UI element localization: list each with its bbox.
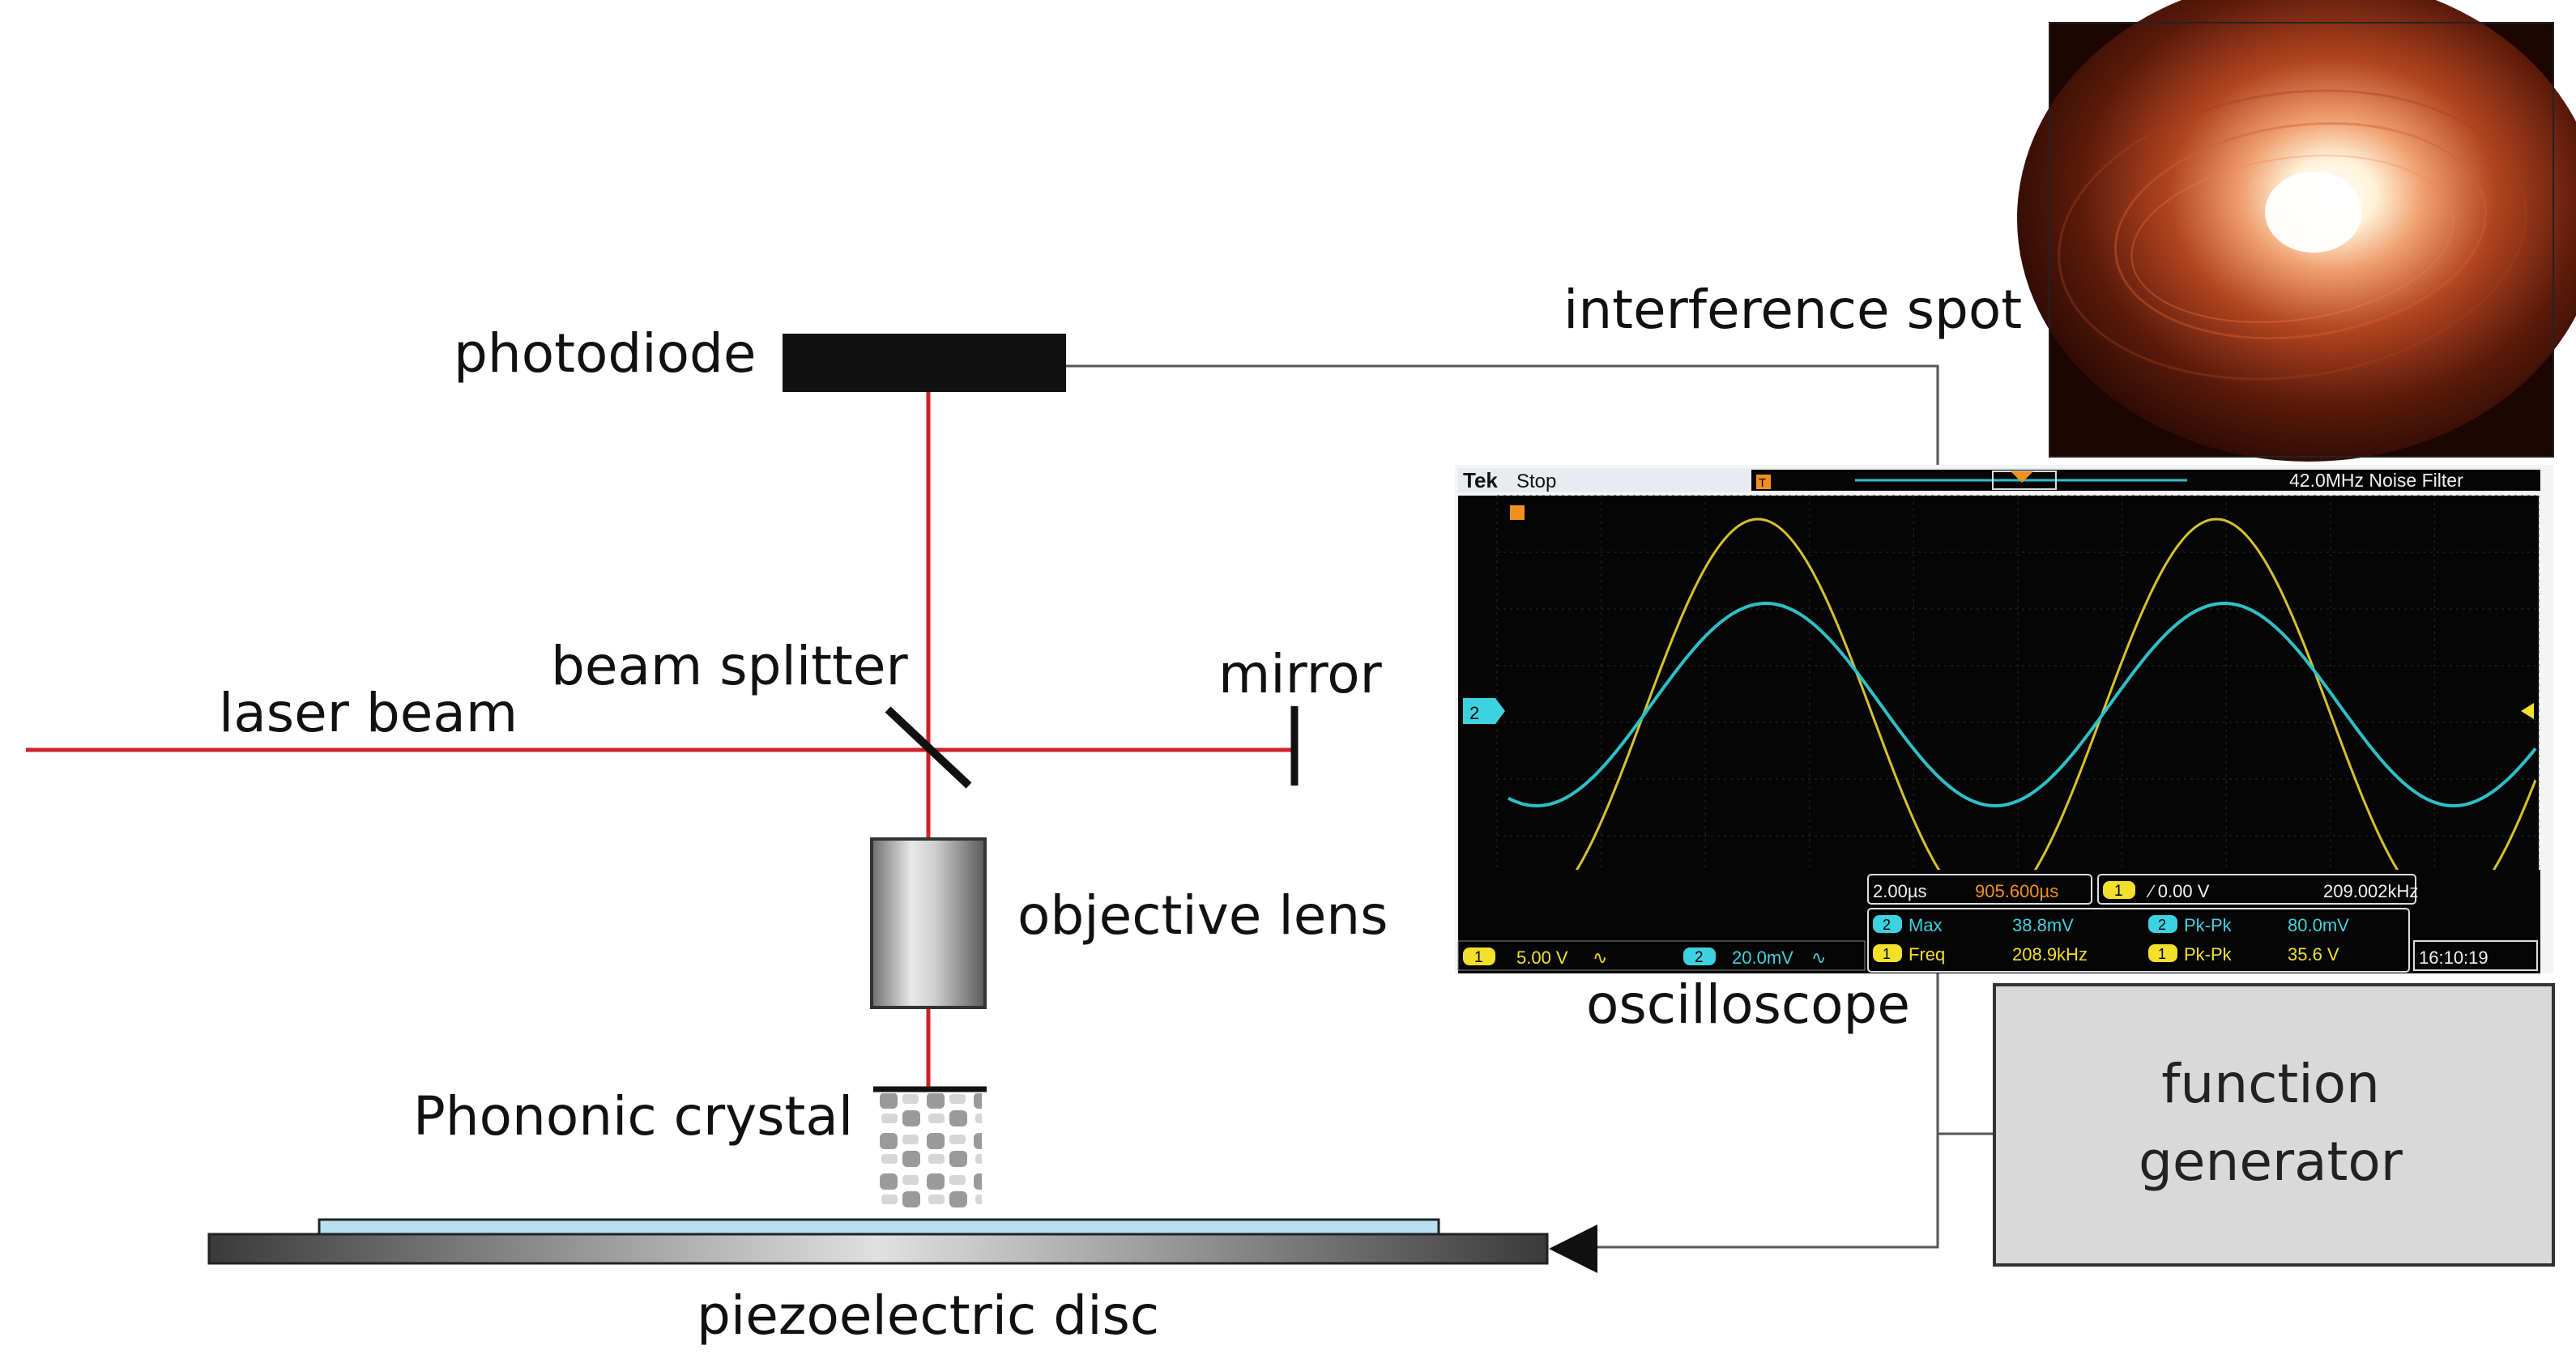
svg-text:38.8mV: 38.8mV [2012, 915, 2074, 935]
trigger-marker-icon [1756, 475, 1771, 489]
drive-cable [1936, 972, 1994, 1135]
trigger-position-icon [2011, 471, 2033, 483]
drive-arrowhead [1549, 1224, 1597, 1273]
svg-text:16:10:19: 16:10:19 [2419, 948, 2489, 968]
piezoelectric-disc [207, 1233, 1549, 1265]
piezoelectric-disc-label: piezoelectric disc [697, 1284, 1160, 1347]
svg-text:1: 1 [2114, 883, 2123, 900]
oscilloscope-screen: Tek Stop T 42.0MHz Noise Filter 2 2.00µs… [1455, 465, 2553, 973]
phononic-crystal-label: Phononic crystal [413, 1085, 854, 1148]
channel-2-marker-text: 2 [1469, 703, 1479, 723]
svg-text:5.00 V: 5.00 V [1516, 948, 1568, 968]
channel-1-level-marker [1510, 505, 1525, 520]
svg-text:1: 1 [1474, 949, 1483, 966]
substrate-plate [318, 1218, 1440, 1236]
svg-text:20.0mV: 20.0mV [1732, 948, 1793, 968]
objective-lens [870, 837, 987, 1009]
svg-text:∿: ∿ [1593, 948, 1607, 968]
beam-splitter [885, 706, 972, 789]
phononic-crystal [876, 1093, 982, 1213]
measurements-panel: 2 Max 38.8mV 2 Pk-Pk 80.0mV 1 Freq 208.9… [1867, 908, 2410, 973]
svg-text:2.00µs: 2.00µs [1873, 881, 1927, 901]
objective-lens-label: objective lens [1017, 884, 1388, 947]
svg-text:80.0mV: 80.0mV [2288, 915, 2349, 935]
photodiode-label: photodiode [454, 322, 757, 385]
svg-text:1: 1 [1883, 946, 1891, 962]
drive-cable-to-disc [1596, 1134, 1939, 1249]
mirror-label: mirror [1218, 643, 1382, 705]
svg-text:Pk-Pk: Pk-Pk [2184, 915, 2233, 935]
svg-text:905.600µs: 905.600µs [1975, 881, 2058, 901]
svg-text:208.9kHz: 208.9kHz [2012, 944, 2088, 965]
interference-spot-photo [2017, 0, 2576, 462]
noise-filter-label: 42.0MHz Noise Filter [2289, 470, 2463, 491]
function-generator-label-line1: function [2161, 1053, 2380, 1115]
svg-text:Max: Max [1909, 915, 1943, 935]
svg-text:2: 2 [2158, 917, 2166, 933]
clock-readout: 16:10:19 [2413, 940, 2538, 971]
laser-beam-label: laser beam [219, 682, 518, 744]
svg-text:1: 1 [2158, 946, 2166, 962]
svg-text:2: 2 [1695, 949, 1704, 966]
function-generator-label-line2: generator [2139, 1131, 2403, 1193]
trigger-level-marker [2521, 703, 2534, 719]
svg-text:Freq: Freq [1909, 944, 1945, 965]
timebase-readout: 2.00µs 905.600µs [1867, 874, 2092, 905]
svg-text:35.6 V: 35.6 V [2288, 944, 2339, 965]
function-generator [1993, 983, 2555, 1267]
svg-text:Pk-Pk: Pk-Pk [2184, 944, 2233, 965]
svg-text:2: 2 [1883, 917, 1891, 933]
photodiode [783, 334, 1066, 392]
beam-splitter-label: beam splitter [551, 635, 908, 697]
trigger-readout: 1 ∕ 0.00 V 209.002kHz [2097, 874, 2418, 905]
trigger-marker-text: T [1759, 476, 1766, 490]
svg-text:∿: ∿ [1811, 948, 1826, 968]
run-state-label: Stop [1516, 471, 1556, 492]
channel-2-trace [1508, 601, 2537, 808]
channel-scale-readout: 1 5.00 V ∿ 2 20.0mV ∿ [1457, 940, 1866, 971]
channel-2-ground-marker [1463, 698, 1505, 724]
svg-text:∕ 0.00 V: ∕ 0.00 V [2146, 881, 2210, 901]
brand-label: Tek [1463, 468, 1498, 492]
oscilloscope-label: oscilloscope [1586, 973, 1910, 1036]
photodiode-cable [1066, 364, 1939, 470]
svg-text:209.002kHz: 209.002kHz [2323, 881, 2418, 901]
interference-spot-label: interference spot [1563, 279, 2023, 341]
